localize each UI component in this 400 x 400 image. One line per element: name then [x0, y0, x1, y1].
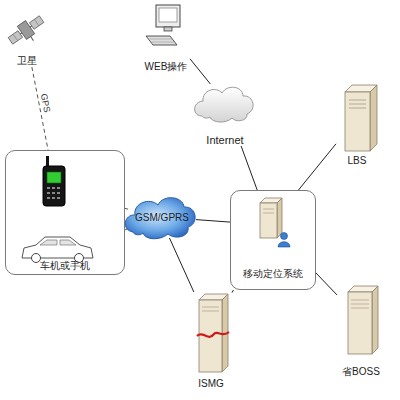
server-node: 省BOSS: [337, 285, 385, 378]
node-label: 移动定位系统: [231, 268, 315, 280]
server-node: LBS: [336, 83, 378, 167]
network-link: [232, 290, 233, 293]
internet-node: Internet: [194, 84, 256, 146]
phone-icon: [43, 156, 65, 206]
satellite-icon: [6, 13, 49, 52]
node-label: LBS: [336, 155, 378, 167]
node-label: ISMG: [190, 378, 232, 390]
node-label: 卫星: [5, 55, 49, 67]
network-link: [298, 144, 336, 190]
node-label: Internet: [194, 134, 256, 146]
server-node: ISMG: [190, 292, 232, 390]
device-group: 车机或手机: [5, 150, 125, 275]
network-node: GSM/GPRS: [128, 197, 196, 238]
network-link: [190, 59, 210, 84]
network-link: [316, 273, 337, 295]
node-label: WEB操作: [142, 61, 190, 73]
node-label: GSM/GPRS: [128, 212, 196, 224]
node-label: 省BOSS: [337, 366, 385, 378]
internet-cloud: [195, 87, 253, 122]
satellite-node: 卫星: [5, 5, 49, 67]
system-group: 移动定位系统: [230, 190, 316, 290]
car-icon: [22, 237, 93, 263]
network-cloud: [125, 198, 195, 239]
server-icon: [348, 286, 378, 354]
network-link: [241, 146, 257, 190]
network-link: [169, 238, 193, 292]
edge-label: GPS: [39, 92, 52, 113]
wireless-link: [125, 208, 128, 210]
node-label: 车机或手机: [6, 260, 124, 272]
network-link: [196, 220, 230, 222]
server-icon: [197, 294, 229, 372]
server-icon: [260, 198, 290, 247]
server-icon: [345, 85, 377, 151]
web-client-node: WEB操作: [142, 3, 190, 73]
computer-icon: [146, 5, 180, 45]
